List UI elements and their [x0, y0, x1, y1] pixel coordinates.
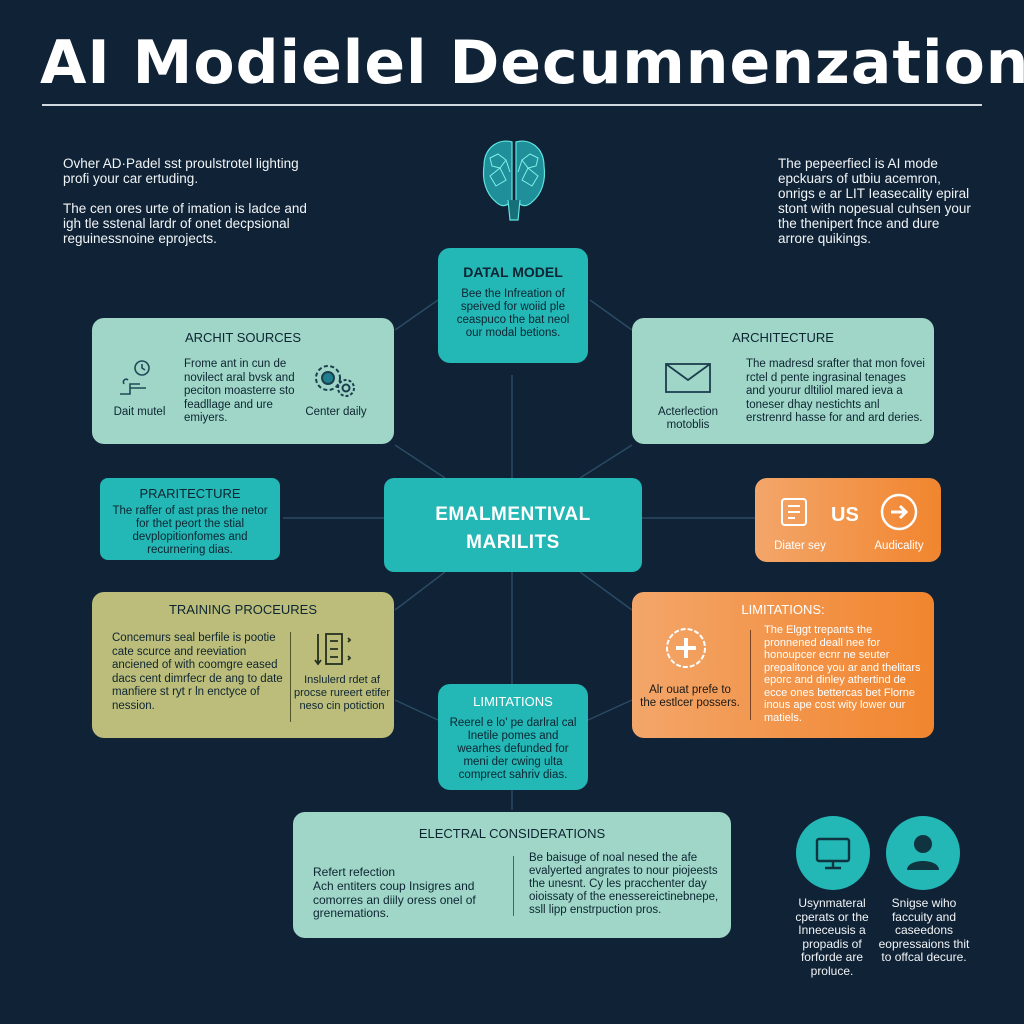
arrow-right-circle-icon	[880, 493, 918, 531]
connector-architecture-central	[579, 444, 633, 479]
prarchitecture-box: PRARITECTURE The raffer of ast pras the …	[100, 478, 280, 560]
gears-icon	[315, 365, 355, 397]
intro-left: Ovher AD·Padel sst proulstrotel lighting…	[63, 156, 325, 261]
training-divider	[290, 632, 291, 722]
connector-datamodel-architecture	[589, 299, 633, 331]
prarchitecture-body: The raffer of ast pras the netor for the…	[112, 505, 268, 556]
data-model-body: Bee the Infreation of speived for woiid …	[456, 288, 570, 339]
connector-archsources-datamodel	[394, 299, 439, 331]
limitations-right-body: The Elggt trepants the pronnened deall n…	[764, 624, 921, 724]
limitations-center-box: LIMITATIONS Reerel e lo' pe darlral cal …	[438, 684, 588, 790]
intro-right-paragraph: The pepeerfiecl is AI mode epckuars of u…	[778, 156, 971, 246]
electral-right-body: Be baisuge of noal nesed the afe evalyer…	[529, 852, 719, 916]
archit-sources-left-label: Dait mutel	[113, 406, 166, 418]
connector-training-limitations	[394, 699, 439, 721]
clipboard-icon	[781, 498, 807, 526]
envelope-icon	[665, 363, 711, 393]
connector-archsources-central	[394, 444, 446, 479]
central-box: EMALMENTIVAL MARILITS	[384, 478, 642, 572]
us-label: US	[831, 504, 859, 526]
limitations-center-body: Reerel e lo' pe darlral cal Inetile pome…	[449, 717, 577, 781]
limitations-right-box: LIMITATIONS: Alr ouat prefe to the estlc…	[632, 592, 934, 738]
title-divider	[42, 104, 982, 106]
archit-sources-box: ARCHIT SOURCES Dait mutel Frome ant in c…	[92, 318, 394, 444]
medical-cross-icon	[666, 628, 706, 668]
prarchitecture-heading: PRARITECTURE	[139, 486, 241, 501]
architecture-heading: ARCHITECTURE	[732, 330, 834, 345]
archit-sources-heading: ARCHIT SOURCES	[184, 330, 302, 345]
connector-training-central	[394, 571, 446, 611]
intro-left-paragraph-2: The cen ores urte of imation is ladce an…	[63, 201, 307, 246]
architecture-box: ARCHITECTURE Acterlection motoblis The m…	[632, 318, 934, 444]
data-model-heading: DATAL MODEL	[463, 264, 563, 280]
us-left-label: Diater sey	[774, 540, 826, 552]
training-right-text: Inslulerd rdet af procse rureert etifer …	[294, 674, 390, 712]
training-body: Concemurs seal berfile is pootie cate sc…	[112, 632, 283, 712]
person-clock-icon	[120, 360, 150, 395]
monitor-circle	[796, 816, 870, 890]
us-box: US Diater sey Audicality	[755, 478, 941, 562]
electral-left-body: Ach entiters coup Insigres and comorres …	[313, 879, 476, 920]
electral-left-title: Refert refection	[313, 865, 396, 879]
connector-limitations-right	[587, 699, 633, 721]
architecture-body: The madresd srafter that mon fovei rctel…	[746, 358, 925, 424]
sort-list-icon	[314, 633, 352, 666]
bottom-left-circle-text: Usynmateral cperats or the Inneceusis a …	[795, 896, 869, 978]
architecture-left-label: Acterlection motoblis	[657, 406, 719, 431]
data-model-box: DATAL MODEL Bee the Infreation of speive…	[438, 248, 588, 363]
electral-box: ELECTRAL CONSIDERATIONS Refert refection…	[293, 812, 731, 938]
user-circle	[886, 816, 960, 890]
central-line-2: MARILITS	[466, 532, 560, 553]
limitations-center-heading: LIMITATIONS	[473, 694, 553, 709]
training-box: TRAINING PROCEURES Concemurs seal berfil…	[92, 592, 394, 738]
limitations-right-heading: LIMITATIONS:	[741, 602, 825, 617]
intro-right: The pepeerfiecl is AI mode epckuars of u…	[778, 156, 978, 261]
limitations-right-divider	[750, 630, 751, 720]
brain-icon	[482, 140, 546, 221]
limitations-right-left-text: Alr ouat prefe to the estlcer possers.	[640, 684, 740, 709]
training-heading: TRAINING PROCEURES	[168, 602, 318, 617]
archit-sources-right-label: Center daily	[305, 406, 367, 418]
electral-heading: ELECTRAL CONSIDERATIONS	[418, 826, 606, 841]
central-line-1: EMALMENTIVAL	[435, 504, 591, 525]
connector-central-limitations-right	[579, 571, 633, 611]
monitor-icon	[815, 837, 851, 870]
page-title: AI Modielel Decumnenzation:	[40, 28, 1024, 98]
us-right-label: Audicality	[874, 540, 924, 552]
archit-sources-body: Frome ant in cun de novilect aral bvsk a…	[184, 358, 295, 424]
intro-left-paragraph-1: Ovher AD·Padel sst proulstrotel lighting…	[63, 156, 299, 186]
bottom-right-circle-text: Snigse wiho faccuity and caseedons eopre…	[878, 896, 970, 964]
user-icon	[907, 835, 939, 870]
electral-divider	[513, 856, 514, 916]
